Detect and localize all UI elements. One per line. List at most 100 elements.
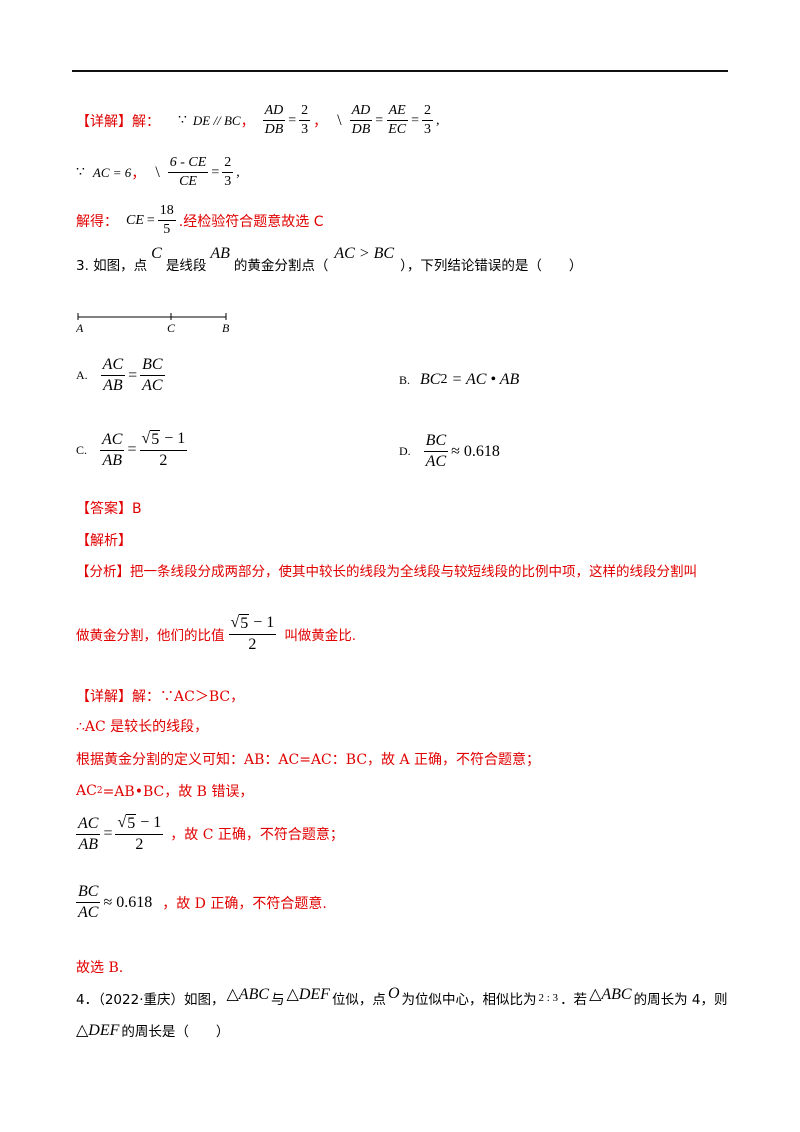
q3-point-c: C [151, 245, 162, 262]
question-3: 3. 如图，点 C 是线段 AB 的黄金分割点（ AC > BC ），下列结论错… [76, 245, 583, 274]
detail-l5-text: ，故 C 正确，不符合题意； [170, 827, 344, 844]
detail-l5: AC AB = √5 − 1 2 ，故 C 正确，不符合题意； [76, 814, 344, 855]
equals: = [375, 112, 384, 128]
because-symbol: ∵ [76, 165, 85, 181]
detail-l6-text: ，故 D 正确，不符合题意. [162, 895, 327, 912]
sqrt-sign: √5 [230, 614, 250, 632]
question-4-line-1: 4．（2022·重庆）如图， △ABC 与 △DEF 位似，点 O 为位似中心，… [76, 985, 728, 1008]
q3-text3: ），下列结论错误的是（ ） [400, 258, 583, 274]
solution-line: 解得： CE = 18 5 .经检验符合题意故选 C [76, 203, 323, 238]
q4-text-e: ．若 [560, 992, 588, 1008]
sqrt-sign: √5 [141, 430, 161, 448]
option-b-rest: = AC • AB [451, 371, 520, 388]
minus-one: − 1 [136, 814, 162, 831]
fraction-6ce-ce: 6 - CE CE [167, 155, 209, 190]
label-a: A [76, 321, 84, 335]
q3-segment-ab: AB [210, 245, 230, 262]
q3-mid: 是线段 [165, 258, 207, 274]
answer-line: 【答案】B [76, 501, 142, 517]
q4-triangle-abc: △ABC [226, 986, 270, 1003]
fraction-2-3-b: 2 3 [422, 103, 433, 138]
solution-lead: 解得： [76, 213, 118, 230]
detail-l6: BC AC ≈ 0.618 ，故 D 正确，不符合题意. [76, 883, 327, 923]
option-c-frac1: AC AB [100, 430, 125, 469]
detail-l5-sqrt-frac: √5 − 1 2 [115, 814, 164, 854]
q4-line2-text: 的周长是（ ） [121, 1024, 230, 1040]
equals: = [146, 212, 155, 228]
option-d-label: D. [399, 444, 411, 459]
q4-text-c: 位似，点 [331, 992, 386, 1008]
fraction-2-3: 2 3 [299, 103, 311, 138]
fenxi-line-2: 做黄金分割，他们的比值 √5 − 1 2 叫做黄金比. [76, 614, 356, 655]
fraction-2-3: 2 3 [222, 155, 234, 190]
end-comma: , [436, 112, 440, 128]
header-rule [72, 70, 728, 72]
minus-one: − 1 [249, 614, 275, 631]
backslash-symbol: \ [155, 163, 160, 181]
ce-var: CE [126, 212, 144, 228]
equals: = [288, 112, 297, 128]
fraction-ad-db-2: AD DB [349, 103, 373, 138]
option-b-label: B. [399, 372, 411, 387]
option-b-bc: BC [420, 371, 441, 388]
q4-triangle-def: △DEF [286, 986, 330, 1003]
detail-tag: 【详解】解： [76, 113, 160, 130]
detail-line-1: 【详解】解： ∵ DE // BC ， AD DB = 2 3 ， \ AD D… [76, 103, 440, 138]
q4-text-f: 的周长为 4，则 [633, 992, 728, 1008]
fenxi-line2-a: 做黄金分割，他们的比值 [76, 628, 225, 645]
q4-text-d: 为位似中心，相似比为 [401, 992, 537, 1008]
option-d-frac: BC AC [423, 432, 449, 471]
detail-l3: 根据黄金分割的定义可知：AB：AC=AC：BC，故 A 正确，不符合题意； [76, 752, 541, 768]
question-4-line-2: △DEF 的周长是（ ） [76, 1020, 229, 1040]
expr-de-parallel-bc: DE // BC [192, 112, 241, 128]
option-a-frac2: BC AC [140, 356, 165, 395]
label-b: B [222, 321, 230, 335]
segment-figure: A C B [76, 313, 230, 335]
end-comma: , [236, 164, 240, 180]
q3-text2: 的黄金分割点（ [233, 258, 329, 274]
fraction-ae-ec: AE EC [386, 103, 408, 138]
detail-l4-ac: AC [76, 783, 97, 799]
equals: = [211, 164, 220, 180]
fraction-18-5: 18 5 [157, 203, 176, 238]
equals: = [103, 825, 113, 843]
option-a[interactable]: A. AC AB = BC AC [76, 356, 168, 396]
analysis-line: 【解析】 [76, 533, 132, 549]
equals: = [411, 112, 419, 128]
q4-point-o: O [387, 985, 400, 1002]
detail-l7: 故选 B. [76, 960, 124, 976]
golden-ratio-frac: √5 − 1 2 [228, 614, 277, 654]
fenxi-line2-b: 叫做黄金比. [284, 628, 357, 645]
option-d[interactable]: D. BC AC ≈ 0.618 [399, 432, 500, 472]
option-c[interactable]: C. AC AB = √5 − 1 2 [76, 430, 190, 471]
option-a-label: A. [76, 368, 88, 383]
backslash-symbol: \ [337, 111, 342, 129]
comma: ， [313, 113, 328, 130]
q4-text-b: 与 [271, 992, 285, 1008]
q4-ratio: 2 : 3 [538, 992, 559, 1004]
detail-l4-rest: =AB•BC，故 B 错误， [102, 784, 254, 800]
option-d-approx: ≈ 0.618 [451, 442, 500, 460]
q4-lead: 4．（2022·重庆）如图， [76, 992, 225, 1008]
q3-condition: AC > BC [334, 245, 395, 262]
expr-ac-6: AC = 6 [92, 164, 132, 180]
equals: = [128, 366, 138, 384]
detail-line-2: ∵ AC = 6 ， \ 6 - CE CE = 2 3 , [76, 155, 240, 190]
detail-l1: 【详解】解：∵AC＞BC， [76, 689, 245, 705]
option-c-label: C. [76, 442, 88, 457]
label-c: C [167, 321, 176, 335]
equals: = [127, 441, 137, 459]
sqrt-sign: √5 [117, 814, 137, 832]
detail-l4-sup: 2 [96, 786, 103, 796]
comma: ， [240, 113, 255, 130]
q3-lead: 3. 如图，点 [76, 258, 148, 274]
minus-one: − 1 [160, 430, 186, 447]
option-b-sup: 2 [440, 372, 448, 387]
comma: ， [131, 165, 146, 182]
option-a-frac1: AC AB [100, 356, 126, 395]
fraction-ad-db: AD DB [262, 103, 286, 138]
q4-triangle-abc-2: △ABC [589, 986, 632, 1003]
solution-tail: .经检验符合题意故选 C [178, 213, 324, 230]
